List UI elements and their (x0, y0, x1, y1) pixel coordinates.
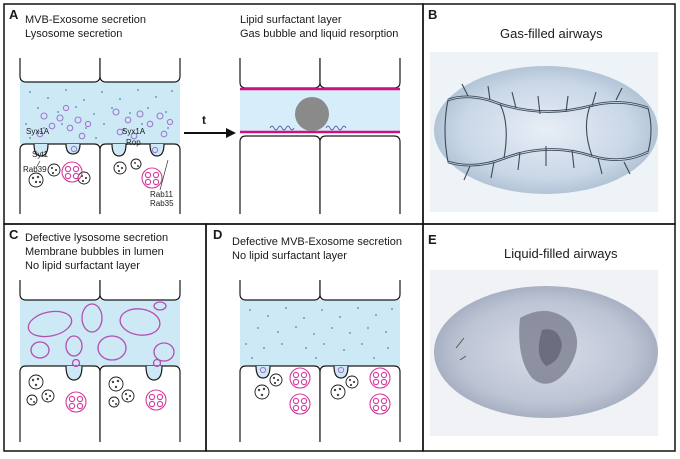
lumen (20, 82, 180, 144)
panel-d-letter: D (213, 227, 222, 242)
lysosome (61, 161, 163, 189)
panel-c-caption-line-2: Membrane bubbles in lumen (25, 246, 164, 258)
mvb (28, 158, 142, 188)
panel-a-caption-line-2: Lysosome secretion (25, 28, 122, 40)
upper-cell (239, 58, 321, 89)
panel-e-frame (422, 223, 676, 452)
lipid-squiggle (269, 125, 295, 131)
secretion-pit (255, 365, 271, 379)
label-leader (159, 159, 169, 191)
label-rab39: Rab39 (23, 165, 47, 174)
mvb (254, 373, 359, 400)
panel-a-right-caption-line-2: Gas bubble and liquid resorption (240, 28, 398, 40)
secretion-pit (65, 365, 83, 381)
lysosome (289, 367, 391, 415)
panel-a-letter: A (9, 7, 19, 22)
gas-bubble (295, 97, 329, 131)
lower-cell (239, 135, 321, 214)
label-syx1a-right: Syx1A (122, 127, 146, 136)
panel-d-caption-line-1: Defective MVB-Exosome secretion (232, 236, 402, 248)
upper-cell (99, 58, 181, 83)
liquid-filled-embryo-image (430, 270, 658, 436)
panel-b-letter: B (428, 7, 437, 22)
panel-e-title: Liquid-filled airways (504, 246, 618, 261)
secretion-pit (65, 143, 81, 155)
upper-cell (19, 280, 101, 301)
panel-c-letter: C (9, 227, 19, 242)
panel-c-diagram (19, 280, 181, 442)
lower-cell (99, 143, 181, 214)
panel-a-right-diagram (239, 58, 401, 214)
panel-c-caption-line-3: No lipid surfactant layer (25, 260, 140, 272)
exosome-dots (25, 89, 173, 139)
label-rab35: Rab35 (150, 199, 174, 208)
vesicles (36, 104, 174, 154)
time-arrow-label: t (202, 113, 206, 127)
lower-cell (319, 365, 401, 442)
upper-cell (19, 58, 101, 83)
upper-cell (319, 280, 401, 301)
lumen (240, 300, 400, 366)
label-syx1a-left: Syx1A (26, 127, 50, 136)
lysosome (65, 389, 167, 413)
panel-e-letter: E (428, 232, 437, 247)
secretion-pit (149, 143, 165, 157)
upper-cell (99, 280, 181, 301)
membrane-bubbles (27, 301, 175, 368)
lipid-squiggle (325, 125, 347, 131)
label-rab11: Rab11 (150, 190, 174, 199)
upper-cell (239, 280, 321, 301)
mvb (26, 374, 135, 408)
time-arrow (184, 128, 236, 138)
panel-b-title: Gas-filled airways (500, 26, 603, 41)
lower-cell (319, 135, 401, 214)
panel-a-left-diagram: Syx1A Syt1 Rab39 Syx1A Rop Rab11 Rab35 (19, 58, 181, 214)
secretion-pit (145, 365, 163, 381)
secretion-pit (111, 143, 127, 157)
gas-filled-embryo-image (430, 52, 658, 212)
secretion-pit (333, 365, 349, 379)
panel-a-caption-line-1: MVB-Exosome secretion (25, 14, 146, 26)
label-syt1: Syt1 (32, 150, 49, 159)
panel-a-right-caption-line-1: Lipid surfactant layer (240, 14, 342, 26)
panel-d-caption-line-2: No lipid surfactant layer (232, 250, 347, 262)
label-leader (35, 160, 41, 169)
vesicles (259, 366, 345, 374)
upper-cell (319, 58, 401, 89)
panel-d-diagram (239, 280, 401, 442)
secretion-pit (33, 143, 49, 157)
label-rop: Rop (126, 138, 141, 147)
panel-c-caption-line-1: Defective lysosome secretion (25, 232, 168, 244)
exosome-dots (245, 307, 393, 359)
